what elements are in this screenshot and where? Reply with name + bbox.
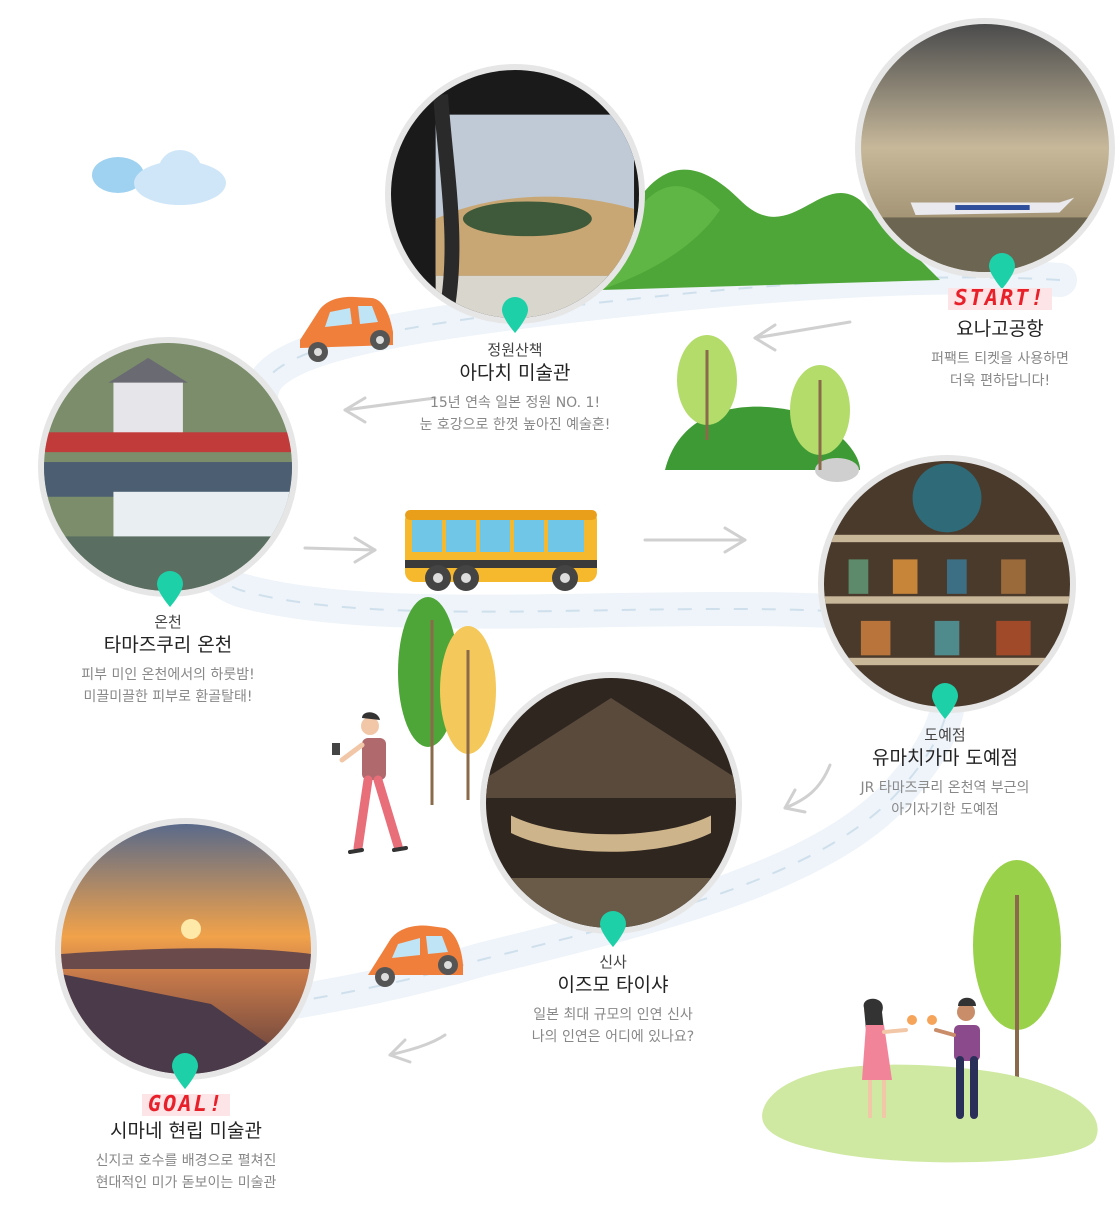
map-pin-icon: [502, 297, 528, 333]
couple-icon: [862, 997, 980, 1119]
grass-patch: [762, 1064, 1098, 1163]
car-icon: [300, 296, 393, 362]
map-pin-icon: [932, 683, 958, 719]
stop-pottery: 도예점 유마치가마 도예점 JR 타마즈쿠리 온천역 부근의 아기자기한 도예점: [815, 725, 1075, 821]
stop-category: 정원산책: [487, 341, 543, 359]
arrow-left-icon: [388, 1033, 447, 1064]
tree-icon: [665, 335, 860, 482]
stop-name: 이즈모 타이샤: [557, 974, 669, 996]
stop-adachi: 정원산책 아다치 미술관 15년 연속 일본 정원 NO. 1! 눈 호강으로 …: [385, 340, 645, 436]
stop-name: 아다치 미술관: [459, 362, 571, 384]
start-tag: START!: [948, 288, 1052, 310]
stop-category: 도예점: [924, 726, 966, 744]
desc-line: 15년 연속 일본 정원 NO. 1!: [429, 395, 601, 411]
stop-category: 온천: [154, 613, 182, 631]
stop-description: 신지코 호수를 배경으로 펼쳐진 현대적인 미가 돋보이는 미술관: [56, 1150, 316, 1194]
goal-tag: GOAL!: [141, 1094, 231, 1116]
desc-line: 현대적인 미가 돋보이는 미술관: [95, 1175, 277, 1191]
desc-line: 눈 호강으로 한껏 높아진 예술혼!: [419, 417, 611, 433]
stop-museum: GOAL! 시마네 현립 미술관 신지코 호수를 배경으로 펼쳐진 현대적인 미…: [56, 1094, 316, 1194]
stop-airport: START! 요나고공항 퍼팩트 티켓을 사용하면 더욱 편하답니다!: [880, 288, 1120, 392]
map-pin-icon: [600, 911, 626, 947]
map-pin-icon: [172, 1053, 198, 1089]
adachi-photo: [385, 64, 645, 324]
arrow-left-icon: [343, 396, 437, 424]
stop-description: 피부 미인 온천에서의 하룻밤! 미끌미끌한 피부로 환골탈태!: [38, 664, 298, 708]
taisha-photo: [480, 672, 742, 934]
car-icon: [368, 925, 463, 987]
stop-category: 신사: [599, 953, 627, 971]
bus-icon: [405, 510, 597, 591]
cloud-icon: [92, 150, 226, 205]
museum-photo: [55, 818, 317, 1080]
walking-person-icon: [332, 712, 408, 854]
desc-line: 더욱 편하답니다!: [949, 373, 1051, 389]
stop-description: 일본 최대 규모의 인연 신사 나의 인연은 어디에 있나요?: [483, 1004, 743, 1048]
desc-line: 미끌미끌한 피부로 환골탈태!: [83, 689, 253, 705]
arrow-left-icon: [753, 320, 852, 352]
airport-photo: [855, 18, 1115, 278]
arrow-left-icon: [783, 763, 832, 814]
desc-line: 일본 최대 규모의 인연 신사: [533, 1007, 693, 1023]
stop-name: 유마치가마 도예점: [872, 747, 1018, 769]
desc-line: 퍼팩트 티켓을 사용하면: [931, 351, 1069, 367]
stop-description: 15년 연속 일본 정원 NO. 1! 눈 호강으로 한껏 높아진 예술혼!: [385, 392, 645, 436]
desc-line: 피부 미인 온천에서의 하룻밤!: [81, 667, 255, 683]
desc-line: JR 타마즈쿠리 온천역 부근의: [860, 780, 1030, 796]
pottery-photo: [818, 455, 1076, 713]
stop-name: 요나고공항: [956, 318, 1044, 340]
desc-line: 아기자기한 도예점: [891, 802, 999, 818]
arrow-right-icon: [303, 536, 377, 564]
stop-name: 타마즈쿠리 온천: [103, 634, 233, 656]
stop-description: JR 타마즈쿠리 온천역 부근의 아기자기한 도예점: [815, 777, 1075, 821]
stop-taisha: 신사 이즈모 타이샤 일본 최대 규모의 인연 신사 나의 인연은 어디에 있나…: [483, 952, 743, 1048]
tree-icon: [973, 860, 1061, 1100]
arrow-right-icon: [643, 526, 747, 554]
desc-line: 나의 인연은 어디에 있나요?: [531, 1029, 695, 1045]
onsen-photo: [38, 337, 298, 597]
map-pin-icon: [157, 571, 183, 607]
tree-icon: [398, 597, 496, 805]
desc-line: 신지코 호수를 배경으로 펼쳐진: [95, 1153, 277, 1169]
stop-onsen: 온천 타마즈쿠리 온천 피부 미인 온천에서의 하룻밤! 미끌미끌한 피부로 환…: [38, 612, 298, 708]
map-pin-icon: [989, 253, 1015, 289]
stop-description: 퍼팩트 티켓을 사용하면 더욱 편하답니다!: [880, 348, 1120, 392]
stop-name: 시마네 현립 미술관: [110, 1120, 262, 1142]
